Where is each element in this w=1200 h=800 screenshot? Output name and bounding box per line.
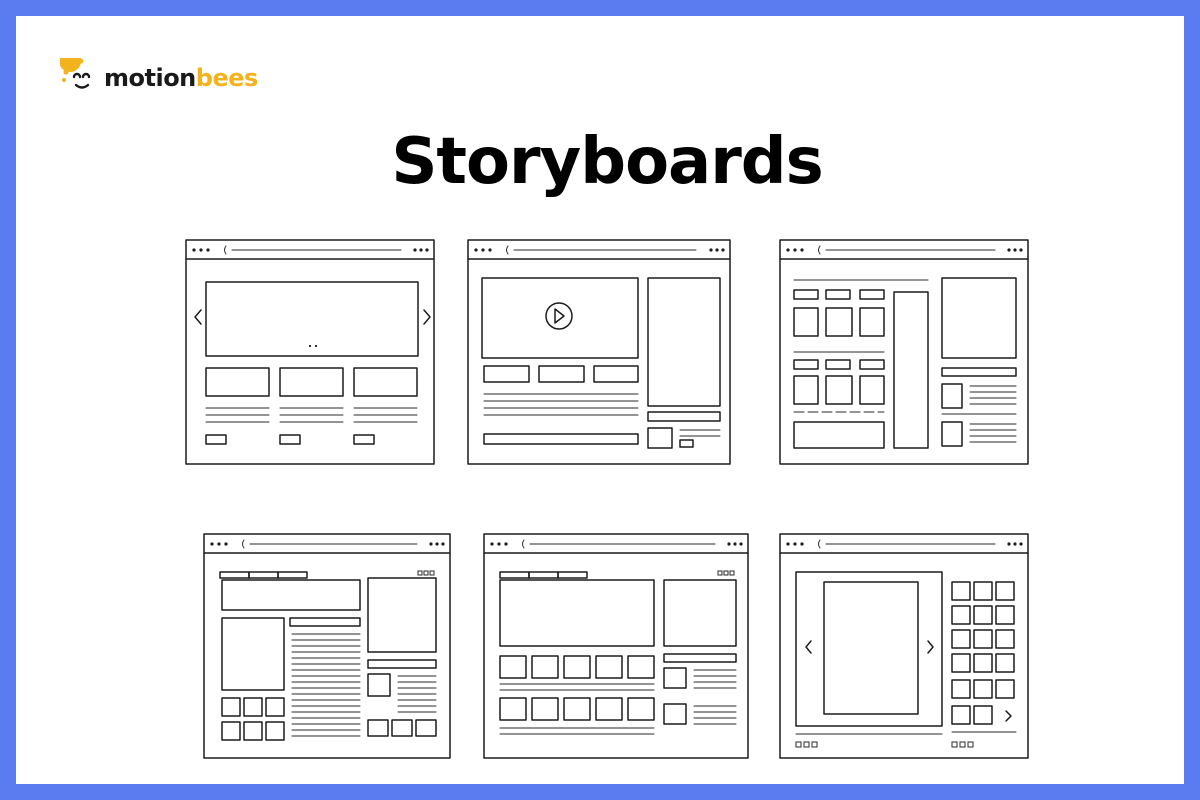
page-title: Storyboards <box>391 125 823 199</box>
wireframe-slideshow <box>779 533 1029 759</box>
wireframe-sketches <box>156 236 1076 776</box>
wireframe-article <box>203 533 451 759</box>
wireframe-video <box>467 239 731 465</box>
logo-text-motion: motion <box>104 64 196 92</box>
wireframe-grid <box>779 239 1029 465</box>
logo-text-bees: bees <box>195 64 259 92</box>
wireframe-carousel <box>185 239 435 465</box>
bee-icon <box>60 58 91 89</box>
wireframe-gallery <box>483 533 749 759</box>
